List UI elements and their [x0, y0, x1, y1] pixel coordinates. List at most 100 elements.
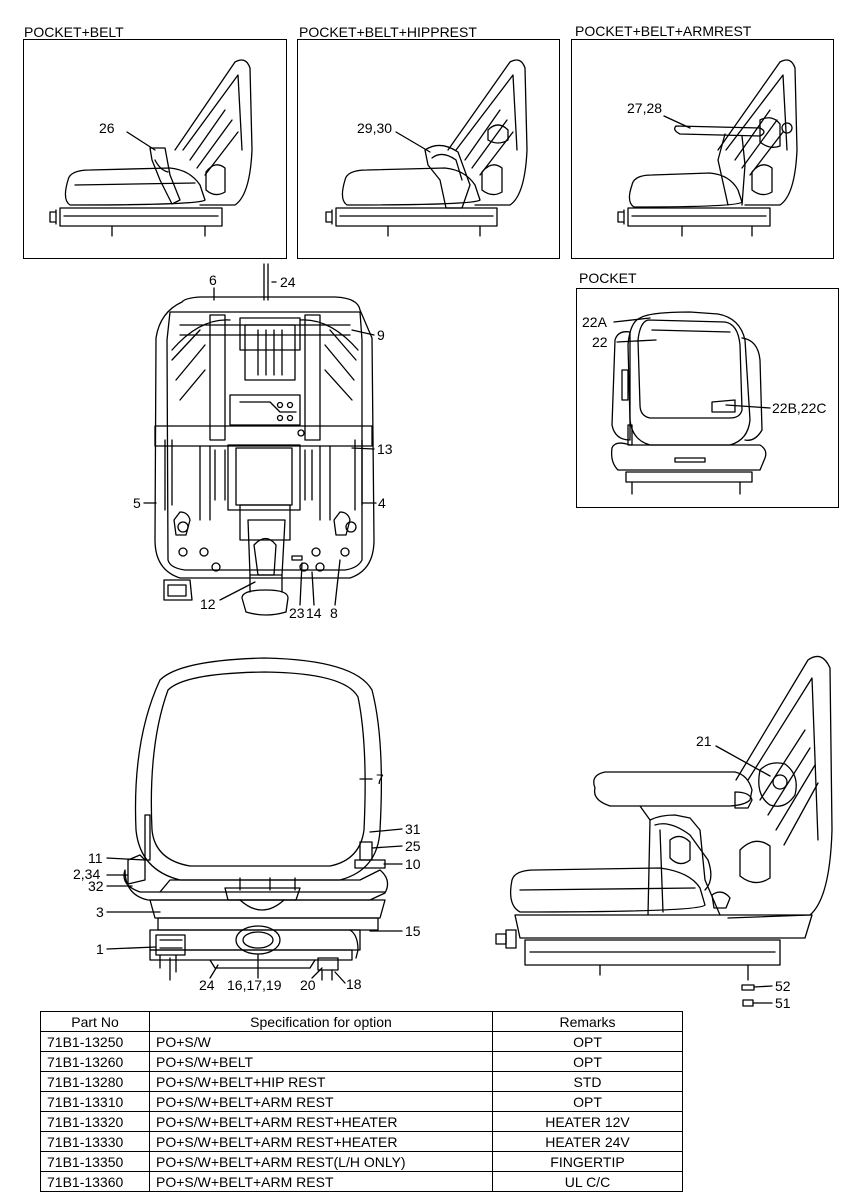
panel-pocket-belt: [23, 39, 287, 259]
callout-26: 26: [99, 120, 115, 136]
leader-23: [299, 562, 303, 606]
cell-remarks: HEATER 12V: [492, 1111, 683, 1132]
callout-29-30: 29,30: [357, 120, 393, 136]
cell-specification: PO+S/W+BELT+ARM REST+HEATER: [149, 1111, 493, 1132]
callout-5: 5: [133, 495, 141, 511]
cell-part-no: 71B1-13330: [40, 1131, 150, 1152]
callout-6: 6: [209, 272, 217, 288]
table-row: 71B1-13280 PO+S/W+BELT+HIP REST STD: [40, 1071, 683, 1092]
leader-9: [351, 329, 375, 336]
leader-22b-22c: [725, 404, 771, 409]
callout-21: 21: [696, 733, 712, 749]
callout-9: 9: [377, 327, 385, 343]
leader-31: [369, 828, 403, 833]
seat-side-armrest-drawing: [617, 59, 798, 237]
parts-spec-table: Part No Specification for option Remarks…: [40, 1011, 683, 1192]
callout-8: 8: [330, 605, 338, 621]
callout-10: 10: [405, 856, 421, 872]
panel-title-pocket-belt-hiprest: POCKET+BELT+HIPPREST: [299, 24, 477, 40]
panel-pocket-belt-hiprest: [297, 39, 560, 259]
cell-part-no: 71B1-13280: [40, 1071, 150, 1092]
leader-26: [126, 131, 156, 151]
cell-part-no: 71B1-13320: [40, 1111, 150, 1132]
cell-specification: PO+S/W+BELT: [149, 1051, 493, 1072]
leader-22: [616, 339, 657, 343]
leader-21: [715, 745, 771, 777]
callout-22b-22c: 22B,22C: [772, 400, 827, 416]
callout-15: 15: [405, 923, 421, 939]
table-row: 71B1-13260 PO+S/W+BELT OPT: [40, 1051, 683, 1072]
callout-25: 25: [405, 838, 421, 854]
cell-part-no: 71B1-13250: [40, 1031, 150, 1052]
callout-2-34: 2,34: [73, 866, 101, 882]
seat-side-belt-drawing: [49, 59, 253, 237]
panel-pocket-belt-armrest: [571, 39, 834, 259]
leader-20: [311, 967, 323, 979]
cell-part-no: 71B1-13360: [40, 1171, 150, 1192]
callout-1: 1: [96, 941, 104, 957]
leader-25: [371, 845, 403, 849]
cell-part-no: 71B1-13310: [40, 1091, 150, 1112]
panel-pocket: [576, 288, 839, 508]
header-specification: Specification for option: [149, 1011, 493, 1032]
leader-1: [106, 946, 157, 950]
leader-52: [753, 985, 773, 988]
callout-51: 51: [775, 995, 791, 1011]
cell-specification: PO+S/W+BELT+ARM REST(L/H ONLY): [149, 1151, 493, 1172]
cell-part-no: 71B1-13260: [40, 1051, 150, 1072]
seat-pan-top-view-drawing: [154, 263, 375, 616]
seat-side-large-drawing: [495, 655, 833, 1007]
cell-specification: PO+S/W: [149, 1031, 493, 1052]
table-header-row: Part No Specification for option Remarks: [40, 1011, 683, 1032]
leader-8: [334, 559, 341, 606]
leader-24-front: [209, 964, 219, 979]
panel-title-pocket: POCKET: [579, 270, 637, 286]
callout-16-17-19: 16,17,19: [227, 977, 282, 993]
cell-remarks: HEATER 24V: [492, 1131, 683, 1152]
callout-31: 31: [405, 821, 421, 837]
leader-11: [106, 857, 146, 861]
cell-remarks: UL C/C: [492, 1171, 683, 1192]
cell-part-no: 71B1-13350: [40, 1151, 150, 1172]
callout-3: 3: [96, 904, 104, 920]
seat-front-view-drawing: [123, 657, 389, 981]
panel-title-pocket-belt-armrest: POCKET+BELT+ARMREST: [575, 23, 752, 39]
callout-12: 12: [200, 596, 216, 612]
callout-24-top: 24: [280, 274, 296, 290]
callout-24-front: 24: [199, 977, 215, 993]
leader-12: [219, 581, 256, 601]
callout-4: 4: [378, 495, 386, 511]
cell-specification: PO+S/W+BELT+ARM REST: [149, 1171, 493, 1192]
leader-27-28: [663, 115, 691, 129]
header-remarks: Remarks: [492, 1011, 683, 1032]
cell-remarks: STD: [492, 1071, 683, 1092]
cell-specification: PO+S/W+BELT+ARM REST: [149, 1091, 493, 1112]
callout-32: 32: [88, 878, 104, 894]
callout-27-28: 27,28: [627, 100, 663, 116]
cell-remarks: OPT: [492, 1051, 683, 1072]
callout-7: 7: [376, 771, 384, 787]
cell-remarks: OPT: [492, 1091, 683, 1112]
table-row: 71B1-13320 PO+S/W+BELT+ARM REST+HEATER H…: [40, 1111, 683, 1132]
leader-13: [351, 447, 375, 450]
seat-side-hiprest-drawing: [325, 59, 528, 237]
callout-11: 11: [88, 850, 103, 866]
cell-specification: PO+S/W+BELT+ARM REST+HEATER: [149, 1131, 493, 1152]
callout-22a: 22A: [582, 314, 607, 330]
callout-22: 22: [592, 334, 608, 350]
callout-18: 18: [346, 976, 362, 992]
table-row: 71B1-13250 PO+S/W OPT: [40, 1031, 683, 1052]
callout-20: 20: [300, 977, 316, 993]
callout-14: 14: [306, 605, 322, 621]
callout-23: 23: [289, 605, 305, 621]
cell-remarks: FINGERTIP: [492, 1151, 683, 1172]
callout-13: 13: [377, 441, 393, 457]
panel-title-pocket-belt: POCKET+BELT: [24, 24, 124, 40]
table-row: 71B1-13350 PO+S/W+BELT+ARM REST(L/H ONLY…: [40, 1151, 683, 1172]
leader-18: [334, 971, 346, 984]
leader-22a: [613, 317, 651, 323]
leader-14: [311, 571, 315, 606]
header-part-no: Part No: [40, 1011, 150, 1032]
table-row: 71B1-13330 PO+S/W+BELT+ARM REST+HEATER H…: [40, 1131, 683, 1152]
